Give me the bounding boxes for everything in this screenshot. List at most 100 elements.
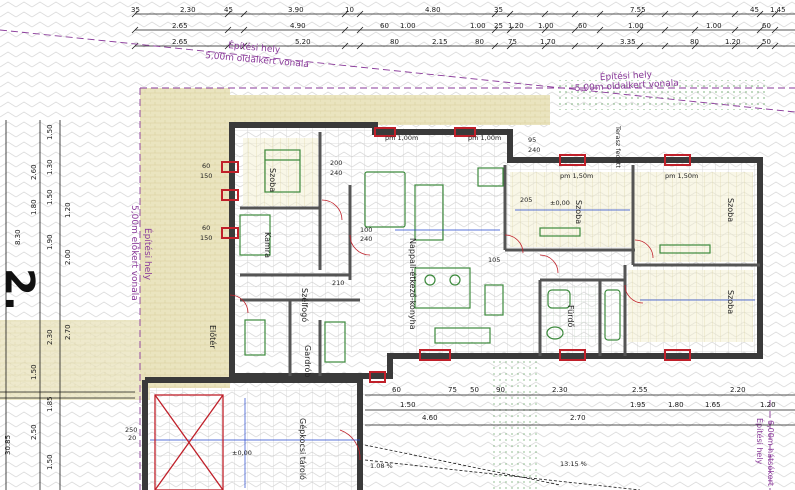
- top-dim3-5: 80: [475, 38, 484, 46]
- bottom-dim-labels: 4.60 2.70 1.95 1.80 1.65 1.20 2.30 2.55 …: [392, 386, 776, 422]
- bottom-dim-14: 90: [496, 386, 505, 394]
- side-dim-10: 2.30: [46, 329, 54, 345]
- bottom-dimension-lines: [364, 394, 795, 490]
- top-dim2-4: 1.00: [400, 22, 416, 30]
- top-dim2-1: 2.65: [172, 22, 188, 30]
- dimension-tick: [756, 42, 764, 50]
- dimension-tick: [571, 42, 579, 50]
- room-label-garazs: Gépkocsi tároló: [298, 418, 308, 480]
- garage-stair-box: [154, 394, 224, 490]
- dimension-tick: [636, 26, 644, 34]
- room-szoba1-floor: [243, 138, 318, 206]
- top-dim-10: 1.45: [770, 6, 786, 14]
- room-label-szoba1: Szoba: [268, 168, 277, 192]
- dimension-tick: [571, 26, 579, 34]
- label-window-2: pm 1,50m: [665, 172, 698, 180]
- building-line-tr-title: Építési hely: [600, 68, 653, 83]
- dimension-tick: [541, 10, 549, 18]
- dimension-tick: [771, 10, 779, 18]
- bottom-dim-5: 1.65: [705, 401, 721, 409]
- dimension-tick: [756, 26, 764, 34]
- dimension-tick: [771, 26, 779, 34]
- top-dim-7: 35: [494, 6, 503, 14]
- building-line-left-title: Építési hely: [142, 228, 154, 281]
- dimension-tick: [691, 42, 699, 50]
- paved-area-left: [140, 88, 230, 388]
- top-dim3-11: 50: [762, 38, 771, 46]
- bottom-dim-9: 2.20: [730, 386, 746, 394]
- dimension-tick: [491, 42, 499, 50]
- dimension-tick: [491, 10, 499, 18]
- top-dim-row1: 35 2.30 45 3.90 10 4.80 35 7.55 45 1.45: [131, 6, 786, 14]
- label-slope-a: 1.08 %: [370, 462, 393, 470]
- label-tag-105: 105: [488, 256, 500, 264]
- label-tag-150b: 150: [200, 234, 212, 242]
- room-labels: Szoba Nappali-étkező-konyha Szoba Szoba …: [208, 168, 735, 480]
- bottom-dim-7: 2.30: [552, 386, 568, 394]
- bottom-dim-12: 75: [448, 386, 457, 394]
- dimension-tick: [731, 42, 739, 50]
- dimension-tick: [571, 10, 579, 18]
- top-dim2-10: 1.00: [628, 22, 644, 30]
- top-dim2-2: 4.90: [290, 22, 306, 30]
- dimension-tick: [506, 42, 514, 50]
- dimension-tick: [224, 10, 232, 18]
- left-dim-labels: 1.50 1.30 2.60 1.50 1.80 1.20 1.90 2.00 …: [4, 124, 72, 470]
- side-dim-1: 1.50: [46, 124, 54, 140]
- top-dim3-7: 1.70: [540, 38, 556, 46]
- left-dimension-lines: [0, 120, 135, 490]
- misc-labels: Terasz fedett pm 1,00m pm 1,00m pm 1,50m…: [125, 125, 698, 470]
- bottom-dim-13: 50: [470, 386, 479, 394]
- bottom-dim-8: 2.55: [632, 386, 648, 394]
- dimension-tick: [661, 10, 669, 18]
- building-line-bottom-label: Építési hely 6,00m hátsókert: [755, 418, 776, 486]
- top-dim3-10: 1.20: [725, 38, 741, 46]
- side-dim-12: 1.85: [46, 396, 54, 412]
- label-tag-60a: 60: [202, 162, 210, 170]
- label-tag-250: 250: [125, 426, 137, 434]
- dimension-tick: [756, 10, 764, 18]
- top-dim-row2: 2.65 4.90 60 1.00 1.00 25 1.20 1.00 60 1…: [172, 22, 771, 30]
- top-dim-9: 45: [750, 6, 759, 14]
- dimension-tick: [541, 42, 549, 50]
- dimension-tick: [771, 42, 779, 50]
- top-dim3-1: 2.65: [172, 38, 188, 46]
- label-level-2: ±0,00: [232, 449, 252, 457]
- label-tag-240a: 240: [330, 169, 342, 177]
- label-door-1: pm 1,00m: [385, 134, 418, 142]
- top-dim2-3: 60: [380, 22, 389, 30]
- top-dim2-9: 60: [578, 22, 587, 30]
- room-label-eloter: Előtér: [208, 325, 218, 349]
- label-tag-20: 20: [128, 434, 136, 442]
- room-label-kamra: Kamra: [263, 232, 272, 258]
- dimension-tick: [636, 10, 644, 18]
- label-tag-200: 200: [330, 159, 342, 167]
- top-dim-2: 2.30: [180, 6, 196, 14]
- label-tag-210: 210: [332, 279, 344, 287]
- side-dim-16: 30.85: [4, 435, 12, 455]
- lawn-top: [555, 80, 765, 110]
- label-slope-b: 13.15 %: [560, 460, 587, 468]
- top-dim3-8: 3.35: [620, 38, 636, 46]
- dimension-tick: [596, 26, 604, 34]
- top-dim3-2: 5.20: [295, 38, 311, 46]
- dimension-tick: [131, 10, 139, 18]
- side-dim-11: 1.50: [30, 364, 38, 380]
- top-dim2-7: 1.20: [508, 22, 524, 30]
- dimension-tick: [506, 26, 514, 34]
- label-tag-60b: 60: [202, 224, 210, 232]
- dimension-tick: [661, 42, 669, 50]
- bottom-dim-1: 4.60: [422, 414, 438, 422]
- plan-number: 2.: [0, 268, 42, 311]
- bottom-dim-6: 1.20: [760, 401, 776, 409]
- top-dim2-12: 60: [762, 22, 771, 30]
- label-tag-240c: 240: [528, 146, 540, 154]
- dimension-tick: [541, 26, 549, 34]
- furniture: [239, 149, 711, 363]
- dimension-tick: [731, 10, 739, 18]
- label-door-2: pm 1,00m: [468, 134, 501, 142]
- label-window-1: pm 1,50m: [560, 172, 593, 180]
- dimension-tick: [341, 10, 349, 18]
- room-szoba4-floor: [628, 270, 753, 342]
- room-label-furdo: Fürdő: [566, 305, 575, 327]
